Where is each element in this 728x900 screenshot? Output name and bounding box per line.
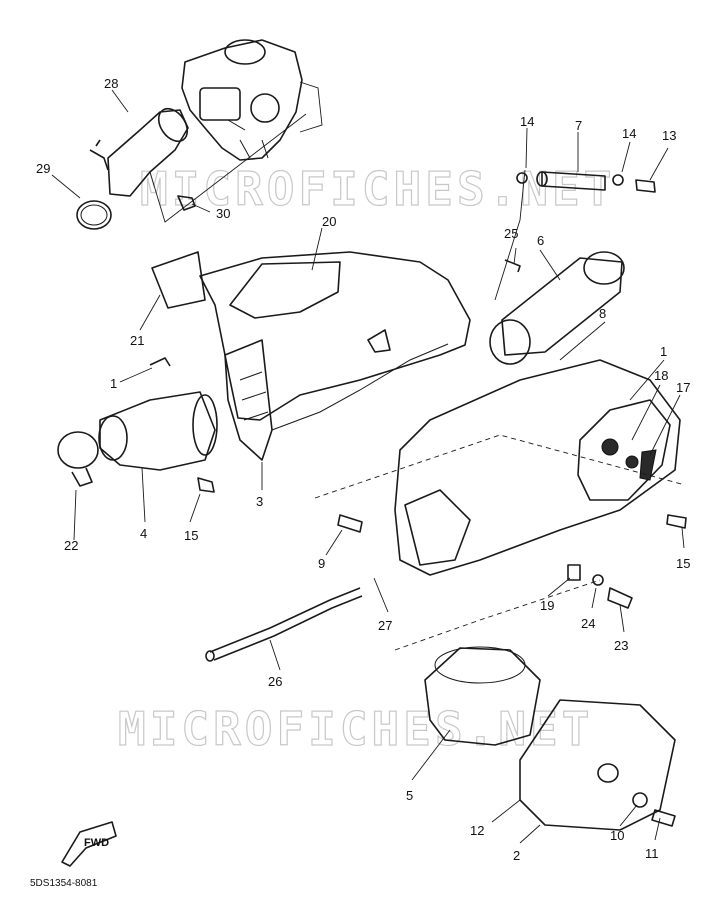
- label-12: 12: [470, 823, 484, 838]
- intake-boot-drawing: [57, 391, 218, 487]
- air-filter-element-drawing: [489, 169, 625, 365]
- label-6: 6: [537, 233, 544, 248]
- label-13: 13: [662, 128, 676, 143]
- label-10: 10: [610, 828, 624, 843]
- label-4: 4: [140, 526, 147, 541]
- label-25: 25: [504, 226, 518, 241]
- label-20: 20: [322, 214, 336, 229]
- label-22: 22: [64, 538, 78, 553]
- label-14-right: 14: [622, 126, 636, 141]
- label-11: 11: [645, 846, 659, 861]
- drain-hose-drawing: [205, 587, 363, 662]
- watermark-top: MICROFICHES.NET: [140, 162, 615, 216]
- hardware-drawing: [149, 259, 687, 609]
- label-27: 27: [378, 618, 392, 633]
- label-3: 3: [256, 494, 263, 509]
- label-28: 28: [104, 76, 118, 91]
- label-15-right: 15: [676, 556, 690, 571]
- drawing-code: 5DS1354-8081: [30, 878, 98, 889]
- label-1-left: 1: [110, 376, 117, 391]
- lower-filter-drawing: [424, 646, 676, 831]
- air-filter-case-drawing: [151, 251, 471, 461]
- label-17: 17: [676, 380, 690, 395]
- label-9: 9: [318, 556, 325, 571]
- part-number-labels: 28 29 30 20 21 1 22 4 15 3 9 14 7 14 13 …: [36, 76, 690, 863]
- fwd-label: FWD: [84, 837, 109, 849]
- leader-lines: [51, 89, 685, 844]
- label-23: 23: [614, 638, 628, 653]
- label-18: 18: [654, 368, 668, 383]
- breather-hose-drawing: [516, 171, 656, 193]
- label-14-left: 14: [520, 114, 534, 129]
- label-7: 7: [575, 118, 582, 133]
- label-26: 26: [268, 674, 282, 689]
- label-8: 8: [599, 306, 606, 321]
- watermark-bottom: MICROFICHES.NET: [118, 702, 593, 756]
- fwd-arrow-icon: FWD: [61, 821, 117, 867]
- label-30: 30: [216, 206, 230, 221]
- label-19: 19: [540, 598, 554, 613]
- crankcase-cover-drawing: [314, 359, 686, 651]
- label-1-right: 1: [660, 344, 667, 359]
- label-21: 21: [130, 333, 144, 348]
- label-24: 24: [581, 616, 595, 631]
- carburetor-drawing: [181, 39, 323, 161]
- carb-joint-drawing: [76, 107, 307, 230]
- label-2: 2: [513, 848, 520, 863]
- label-5: 5: [406, 788, 413, 803]
- label-15-left: 15: [184, 528, 198, 543]
- label-29: 29: [36, 161, 50, 176]
